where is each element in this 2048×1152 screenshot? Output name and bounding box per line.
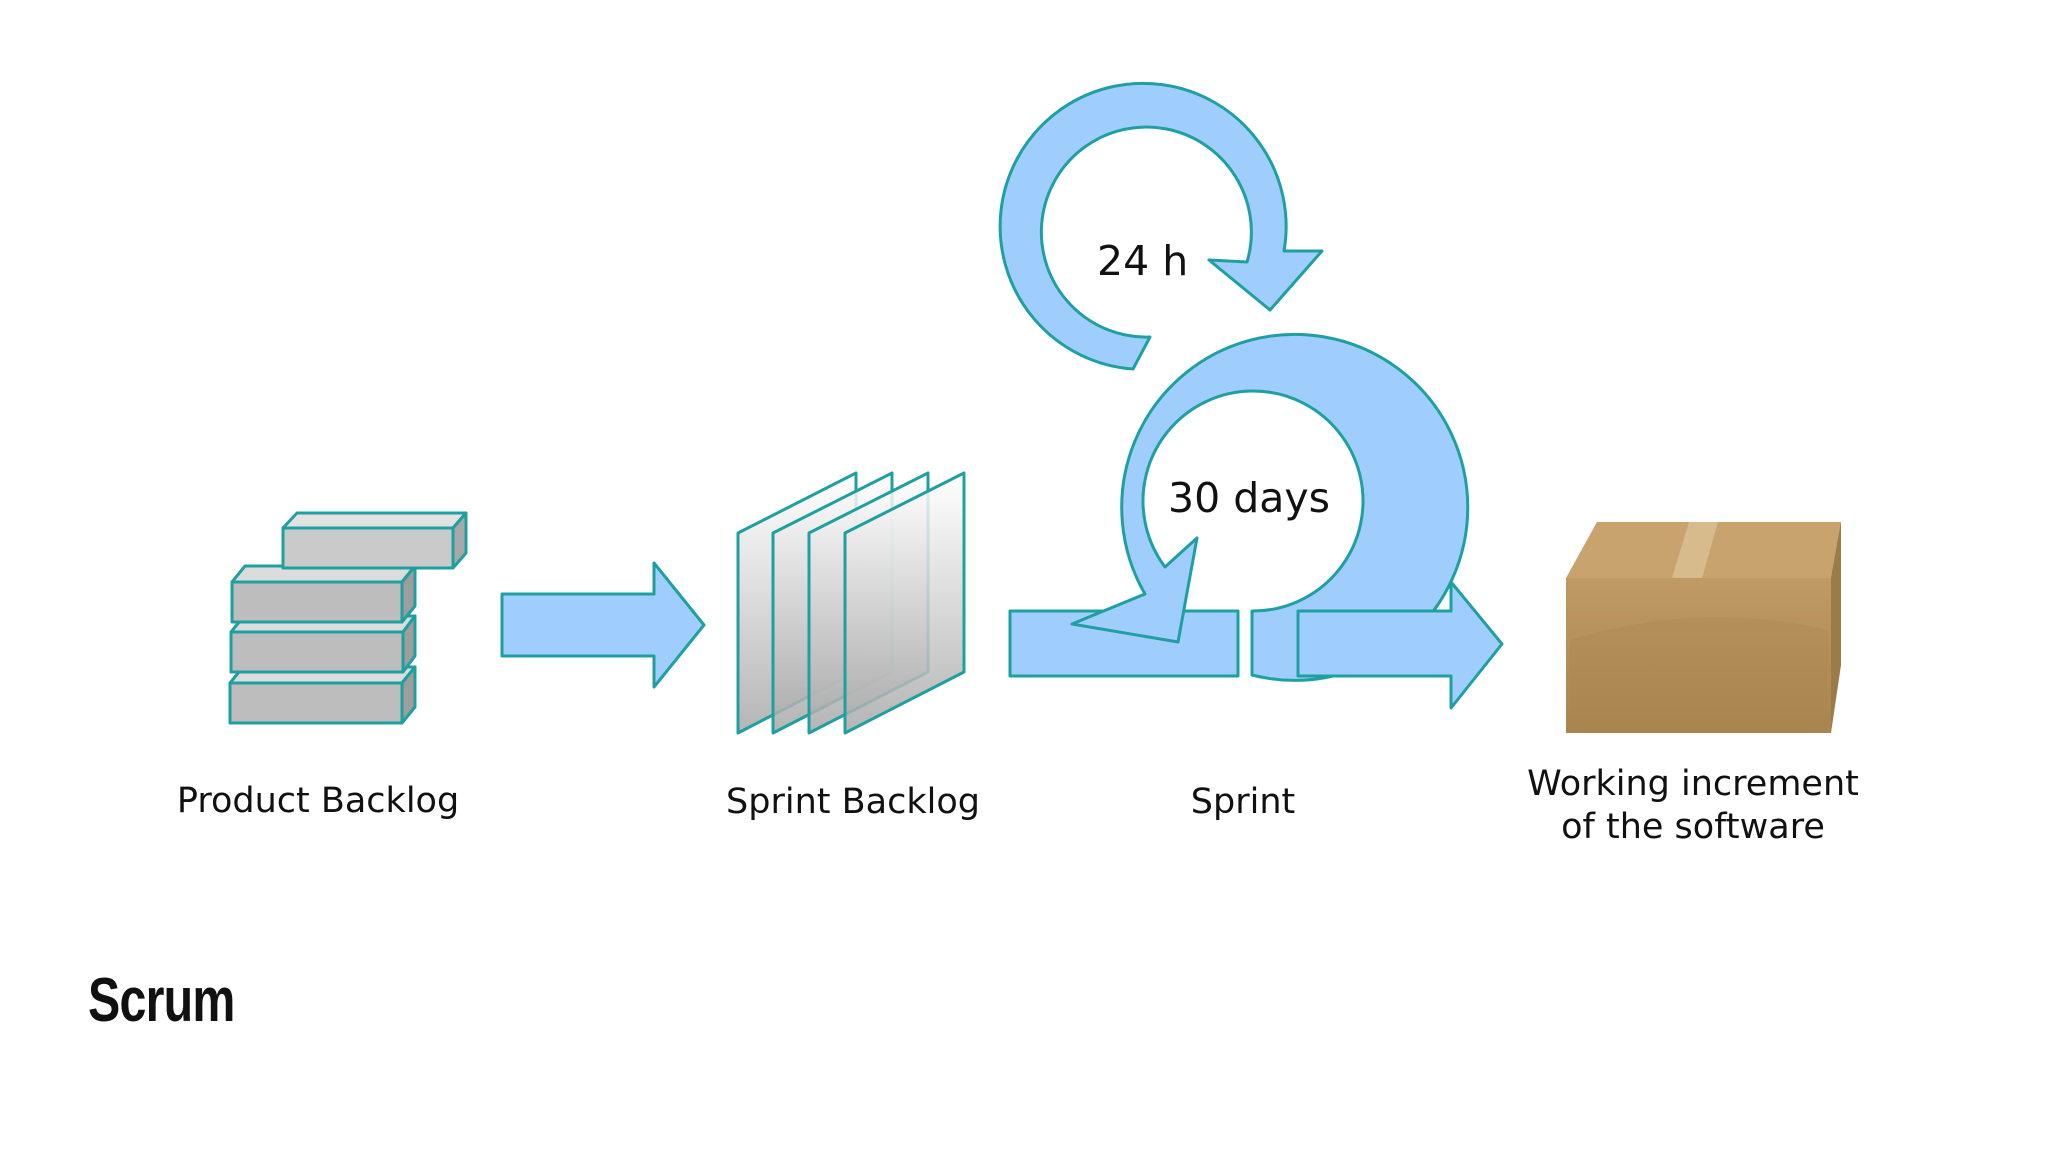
- daily-cycle-arrow-icon: [998, 81, 1324, 371]
- product-backlog-label: Product Backlog: [177, 781, 459, 821]
- sprint-cycle-arrow-icon: [1008, 332, 1504, 710]
- sprint-backlog-sheets-icon: [736, 471, 966, 735]
- increment-label-line2: of the software: [1561, 807, 1825, 847]
- slide-title: Scrum: [88, 966, 235, 1035]
- sprint-backlog-label: Sprint Backlog: [726, 782, 980, 822]
- increment-label-line1: Working increment: [1527, 764, 1859, 804]
- product-backlog-stack-icon: [228, 511, 468, 725]
- shipping-box-icon: [1566, 522, 1841, 733]
- sprint-label: Sprint: [1191, 782, 1295, 822]
- daily-loop-label: 24 h: [1097, 237, 1188, 285]
- flow-arrow-to-sprint-backlog: [500, 561, 706, 689]
- sprint-loop-label: 30 days: [1168, 474, 1330, 522]
